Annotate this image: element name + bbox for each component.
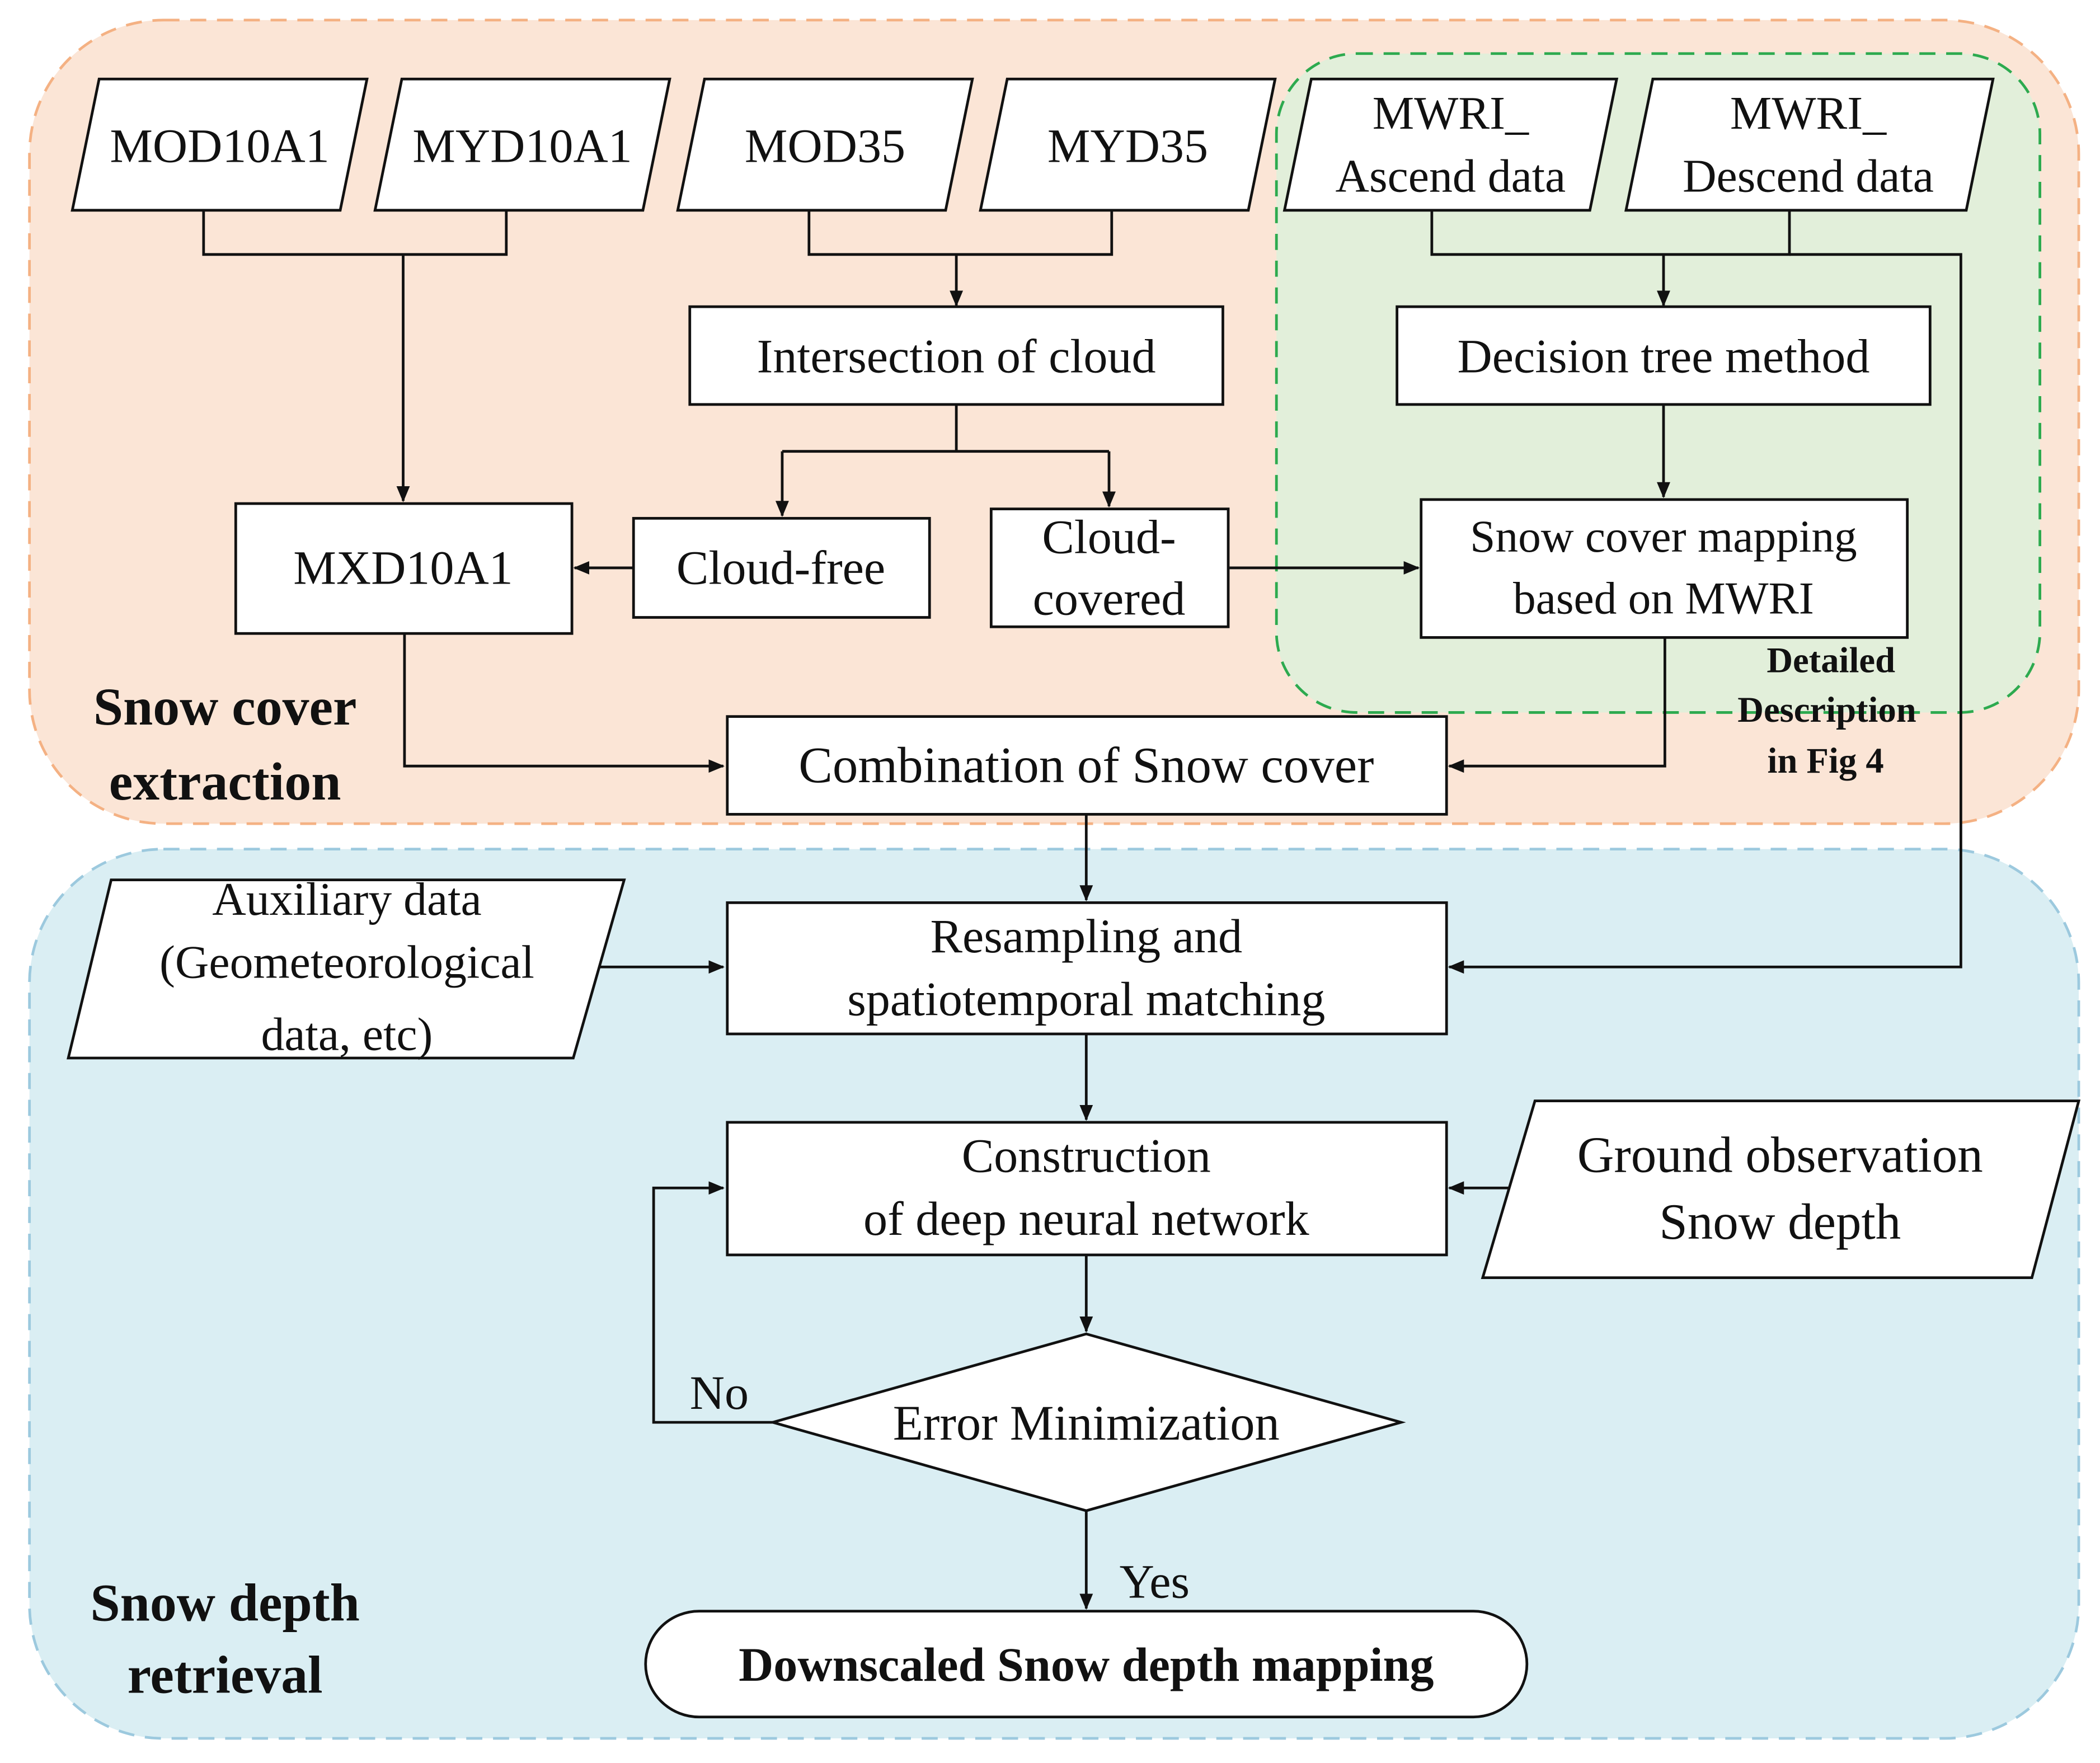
input-auxiliary-data: Auxiliary data (Geometeorological data, … xyxy=(67,873,626,1061)
connector-mapping-to-combination xyxy=(1448,637,1666,773)
resampling-line1: Resampling and xyxy=(931,909,1243,963)
snow-depth-retrieval-region xyxy=(28,848,2080,1740)
input-mwri-ascend-line2: Ascend data xyxy=(1336,150,1566,202)
combination-label: Combination of Snow cover xyxy=(798,737,1374,793)
process-snow-cover-mapping-mwri: Snow cover mapping based on MWRI xyxy=(1420,498,1909,639)
decision-tree-method-label: Decision tree method xyxy=(1458,329,1870,383)
input-ground-line1: Ground observation xyxy=(1577,1126,1983,1183)
cloud-covered-line1: Cloud- xyxy=(1042,510,1176,564)
process-decision-tree-method: Decision tree method xyxy=(1396,305,1932,406)
input-mod10a1: MOD10A1 xyxy=(71,77,369,212)
input-mwri-descend: MWRI_ Descend data xyxy=(1624,77,1995,212)
connector-mod-myd35-merge xyxy=(807,210,1114,256)
process-intersection-of-cloud: Intersection of cloud xyxy=(688,305,1224,406)
input-myd10a1-label: MYD10A1 xyxy=(412,119,632,173)
connectors xyxy=(202,210,1962,1610)
snow-cover-mapping-line1: Snow cover mapping xyxy=(1470,511,1857,562)
no-branch-label: No xyxy=(690,1366,749,1419)
input-ground-line2: Snow depth xyxy=(1659,1193,1901,1250)
input-mwri-descend-line2: Descend data xyxy=(1683,150,1934,202)
construction-line2: of deep neural network xyxy=(863,1192,1310,1245)
construction-line1: Construction xyxy=(962,1129,1211,1182)
yes-branch-label: Yes xyxy=(1120,1555,1190,1609)
snow-cover-region-label-line1: Snow cover xyxy=(93,677,357,736)
input-mod35: MOD35 xyxy=(676,77,974,212)
detailed-description-line3: in Fig 4 xyxy=(1768,740,1884,781)
process-combination-of-snow-cover: Combination of Snow cover xyxy=(726,715,1448,816)
detailed-description-line1: Detailed xyxy=(1767,640,1895,680)
input-myd35-label: MYD35 xyxy=(1047,119,1208,173)
connector-mwri-to-resampling xyxy=(1448,253,1962,974)
downscaled-output-label: Downscaled Snow depth mapping xyxy=(739,1638,1434,1691)
input-auxiliary-line1: Auxiliary data xyxy=(212,873,482,925)
input-myd35: MYD35 xyxy=(979,77,1277,212)
detailed-description-line2: Description xyxy=(1737,689,1916,730)
cloud-free-label: Cloud-free xyxy=(676,541,885,595)
process-mxd10a1: MXD10A1 xyxy=(234,502,574,635)
input-mod35-label: MOD35 xyxy=(745,119,905,173)
cloud-covered-line2: covered xyxy=(1033,572,1186,626)
input-mwri-ascend: MWRI_ Ascend data xyxy=(1282,77,1619,212)
snow-cover-mapping-line2: based on MWRI xyxy=(1513,572,1814,623)
decision-error-minimization: Error Minimization xyxy=(768,1332,1406,1512)
connector-error-no-loop xyxy=(652,1181,776,1424)
input-mwri-descend-line1: MWRI_ xyxy=(1730,87,1887,139)
snow-depth-region-label-line1: Snow depth xyxy=(90,1573,360,1632)
input-mod10a1-label: MOD10A1 xyxy=(110,119,330,173)
process-resampling: Resampling and spatiotemporal matching xyxy=(726,901,1448,1036)
mxd10a1-label: MXD10A1 xyxy=(293,541,513,595)
connector-mwri-merge xyxy=(1430,210,1791,256)
input-myd10a1: MYD10A1 xyxy=(373,77,671,212)
snow-cover-region-label-line2: extraction xyxy=(109,752,341,811)
resampling-line2: spatiotemporal matching xyxy=(847,972,1325,1026)
input-auxiliary-line2: (Geometeorological xyxy=(159,936,534,988)
process-cloud-covered: Cloud- covered xyxy=(989,507,1230,628)
terminal-downscaled-snow-depth: Downscaled Snow depth mapping xyxy=(644,1610,1529,1719)
input-auxiliary-line3: data, etc) xyxy=(261,1009,433,1061)
connector-mod-myd10a1-merge xyxy=(202,210,508,256)
input-mwri-ascend-line1: MWRI_ xyxy=(1373,87,1529,139)
intersection-of-cloud-label: Intersection of cloud xyxy=(757,329,1156,383)
snow-depth-region-label-line2: retrieval xyxy=(128,1646,323,1705)
input-ground-observation: Ground observation Snow depth xyxy=(1481,1099,2081,1279)
error-minimization-label: Error Minimization xyxy=(893,1396,1280,1451)
process-cloud-free: Cloud-free xyxy=(632,516,931,619)
process-construction-dnn: Construction of deep neural network xyxy=(726,1121,1448,1257)
connector-mxd10a1-to-combination xyxy=(403,633,725,773)
